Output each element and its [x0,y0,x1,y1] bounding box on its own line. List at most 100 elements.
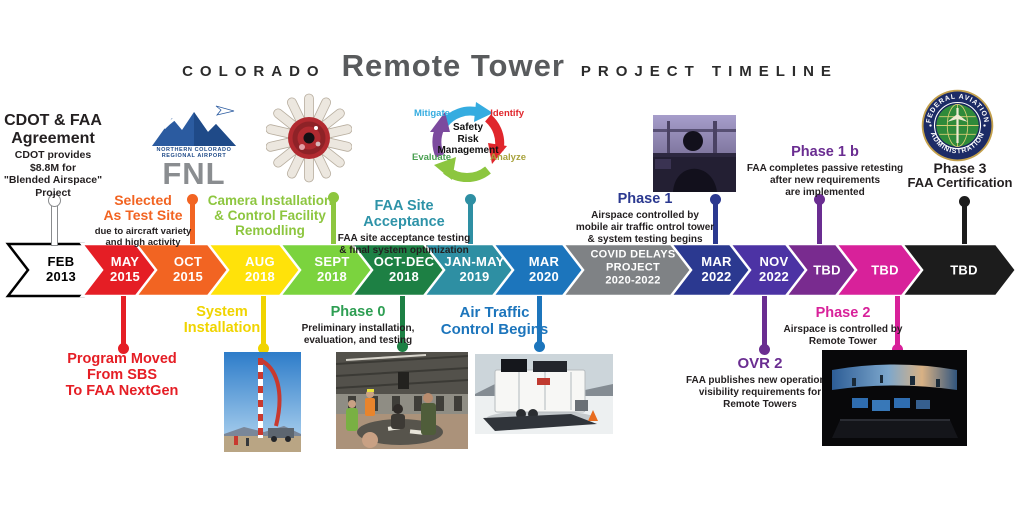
annotation-phase-3: Phase 3 FAA Certification [903,160,1017,191]
connector-line-ovr-2 [761,296,767,349]
annotation-ovr-2: OVR 2 FAA publishes new operational visi… [672,355,848,411]
annotation-phase-1: Phase 1 Airspace controlled by mobile ai… [569,191,721,246]
selected-body: due to aircraft variety and high activit… [94,225,192,249]
page-title: COLORADO Remote Tower PROJECT TIMELINE [0,48,1020,84]
camera-heading: Camera Installation & Control Facility R… [207,193,333,238]
connector-dot-phase-3 [958,195,970,207]
annotation-phase-1b: Phase 1 b FAA completes passive retestin… [733,144,917,199]
connector-dot-program-moved [117,342,129,354]
title-post: PROJECT TIMELINE [580,63,838,80]
annotation-camera-installation: Camera Installation & Control Facility R… [201,193,339,239]
phase2-heading: Phase 2 [815,305,871,321]
crane-installation-photo [224,352,301,452]
phase1b-body: FAA completes passive retesting after ne… [746,162,904,198]
connector-line-phase-0 [399,296,405,346]
connector-line-phase-1 [712,199,718,244]
annotation-selected-test-site: Selected As Test Site due to aircraft va… [91,192,195,249]
annotation-cdot-faa-agreement: CDOT & FAA Agreement CDOT provides $8.8M… [0,112,108,200]
connector-line-faa-site-acceptance [467,199,473,244]
connector-dot-phase-1b [813,193,825,205]
annotation-system-installation: System Installation [182,304,262,337]
atc-heading: Air Traffic Control Begins [440,304,549,338]
connector-dot-phase-0 [396,340,408,352]
faa-site-body: FAA site acceptance testing & final syst… [337,232,471,256]
installation-room-photo [336,352,468,449]
srm-arrows-image [430,102,507,183]
program-heading: Program Moved From SBS To FAA NextGen [65,351,179,399]
connector-line-program-moved [120,296,126,348]
phase0-body: Preliminary installation, evaluation, an… [301,322,415,346]
cdot-heading-line1: CDOT & FAA [4,112,102,129]
mobile-tower-cab-photo [653,115,736,192]
connector-dot-air-traffic-control [533,340,545,352]
faa-site-heading: FAA Site Acceptance [363,198,445,230]
fnl-airport-name-line2: REGIONAL AIRPORT [161,153,227,160]
faa-seal: FEDERAL AVIATION ADMINISTRATION [921,89,994,162]
connector-dot-ovr-2 [758,343,770,355]
srm-label-identify: Identify [490,108,524,119]
connector-dot-phase-1 [709,193,721,205]
connector-line-system-installation [260,296,266,348]
phase1-heading: Phase 1 [617,191,673,207]
mobile-tower-trailer-photo [475,354,613,434]
phase1-body: Airspace controlled by mobile air traffi… [575,209,715,245]
connector-dot-selected-test-site [186,193,198,205]
ovr2-heading: OVR 2 [737,355,783,372]
srm-label-analyze: Analyze [490,152,526,163]
srm-label-mitigate: Mitigate [414,108,450,119]
connector-dot-camera-installation [327,191,339,203]
connector-line-phase-2 [894,296,900,349]
srm-label-evaluate: Evaluate [412,152,452,163]
phase3-subheading: FAA Certification [907,175,1013,191]
safety-risk-management-diagram: Mitigate Identify Evaluate Analyze Safet… [412,86,526,194]
connector-dot-cdot-agreement [47,193,61,207]
fnl-airport-logo: NORTHERN COLORADO REGIONAL AIRPORT FNL [150,102,238,192]
annotation-phase-0: Phase 0 Preliminary installation, evalua… [292,304,424,347]
timeline-segment-label-tbd-3: TBD [950,263,978,278]
ovr2-body: FAA publishes new operational visibility… [686,374,834,410]
annotation-faa-site-acceptance: FAA Site Acceptance FAA site acceptance … [337,198,471,257]
system-heading: System Installation [183,304,261,336]
connector-dot-phase-2 [891,343,903,355]
remote-tower-control-room-photo [822,350,967,446]
connector-line-camera-installation [330,197,336,244]
cdot-body: CDOT provides $8.8M for "Blended Airspac… [3,149,103,199]
fnl-code: FNL [162,156,226,191]
annotation-air-traffic-control-begins: Air Traffic Control Begins [432,304,557,338]
connector-dot-faa-site-acceptance [464,193,476,205]
timeline-segment-label-tbd-1: TBD [813,263,841,278]
fnl-airport-name-line1: NORTHERN COLORADO [156,147,232,153]
connector-dot-system-installation [257,342,269,354]
fnl-mountains-image [152,105,236,146]
cdot-heading: CDOT & FAA Agreement [0,112,108,147]
title-pre: COLORADO [182,63,326,80]
phase0-heading: Phase 0 [330,304,386,320]
connector-line-phase-1b [816,199,822,244]
title-main: Remote Tower [341,48,565,83]
timeline-segment-tbd-3 [899,242,1018,298]
phase2-body: Airspace is controlled by Remote Tower [783,323,903,347]
connector-line-air-traffic-control [536,296,542,346]
phase3-heading: Phase 3 [933,160,987,176]
annotation-phase-2: Phase 2 Airspace is controlled by Remote… [768,305,918,348]
annotation-program-moved: Program Moved From SBS To FAA NextGen [54,351,190,400]
connector-line-selected-test-site [189,199,195,244]
camera-array-image [266,93,352,183]
phase1b-heading: Phase 1 b [791,144,859,160]
srm-center-text: Safety Risk Management [437,122,499,156]
timeline-segment-label-tbd-2: TBD [871,263,899,278]
connector-line-phase-3 [961,201,967,244]
